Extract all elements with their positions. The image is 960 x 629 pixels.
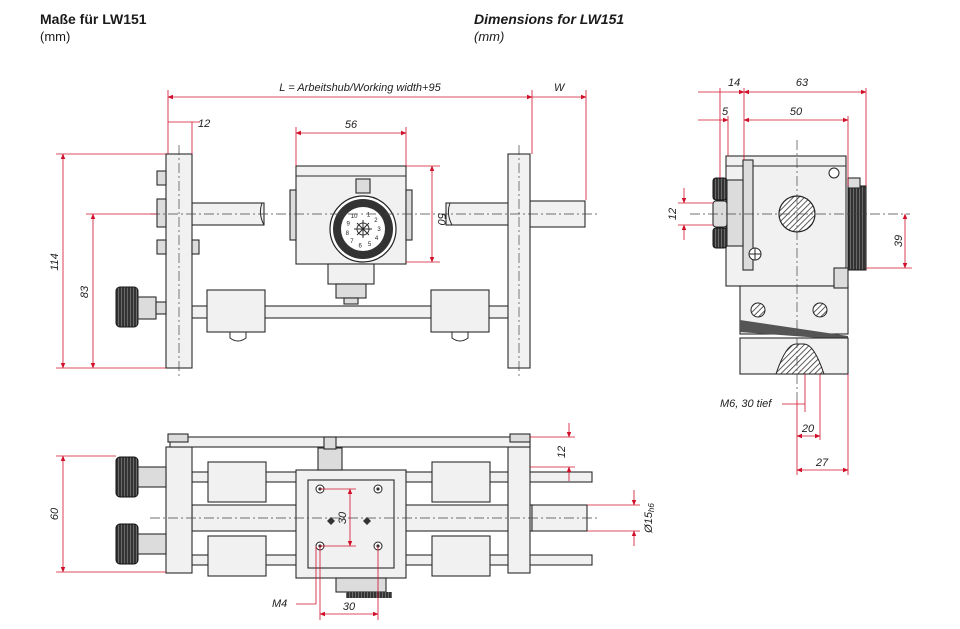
dim-side-39: 39 bbox=[893, 235, 905, 247]
dim-side-5: 5 bbox=[722, 106, 729, 118]
title-german: Maße für LW151 bbox=[40, 11, 147, 27]
dial-number: 8 bbox=[346, 231, 350, 237]
front-shaft-end bbox=[529, 200, 586, 228]
dial-number: 1 bbox=[367, 213, 371, 219]
dim-side-20: 20 bbox=[801, 423, 815, 435]
dim-plate-12: 12 bbox=[198, 118, 210, 130]
side-view: 14 63 5 50 12 39 M6, 30 tief 20 27 bbox=[667, 77, 912, 475]
unit-english: (mm) bbox=[474, 29, 505, 44]
front-adjustment-knob bbox=[115, 286, 139, 328]
side-thread-note: M6, 30 tief bbox=[720, 398, 772, 410]
dim-carriage-56: 56 bbox=[345, 119, 358, 131]
dim-working-width: L = Arbeitshub/Working width+95 bbox=[279, 82, 441, 94]
top-thread-note: M4 bbox=[272, 598, 287, 610]
dial-number: 6 bbox=[359, 243, 363, 249]
top-right-plate bbox=[507, 446, 531, 574]
top-view: 60 12 Ø15h6 30 30 M4 bbox=[49, 423, 656, 620]
front-lower-block-left bbox=[206, 289, 266, 333]
dim-side-27: 27 bbox=[815, 457, 829, 469]
dim-hole-spacing-h: 30 bbox=[343, 601, 356, 613]
top-left-plate bbox=[165, 446, 193, 574]
dim-hole-spacing-v: 30 bbox=[337, 511, 349, 524]
dim-side-14: 14 bbox=[728, 77, 740, 89]
dial-number: 10 bbox=[351, 214, 358, 220]
dim-axis-83: 83 bbox=[79, 285, 91, 298]
title-english: Dimensions for LW151 bbox=[474, 11, 625, 27]
dial-number: 9 bbox=[347, 222, 351, 228]
dial-number: 5 bbox=[368, 242, 372, 248]
dim-w: W bbox=[554, 82, 566, 94]
front-lower-block-right bbox=[430, 289, 490, 333]
dim-top-60: 60 bbox=[49, 507, 61, 520]
dim-side-50: 50 bbox=[790, 106, 803, 118]
dial-number: 2 bbox=[374, 218, 378, 224]
dial-number: 3 bbox=[377, 227, 381, 233]
dim-top-12: 12 bbox=[556, 446, 568, 458]
top-back-rail bbox=[169, 436, 531, 448]
dim-side-12: 12 bbox=[667, 208, 679, 220]
dim-carriage-50: 50 bbox=[435, 213, 447, 226]
dial-number: 7 bbox=[350, 239, 354, 245]
dim-rod-diameter: Ø15h6 bbox=[643, 503, 656, 534]
dim-side-63: 63 bbox=[796, 77, 809, 89]
dim-total-114: 114 bbox=[49, 253, 61, 271]
dial-number: 4 bbox=[375, 236, 379, 242]
side-knurled-knob bbox=[847, 185, 867, 271]
unit-german: (mm) bbox=[40, 29, 71, 44]
